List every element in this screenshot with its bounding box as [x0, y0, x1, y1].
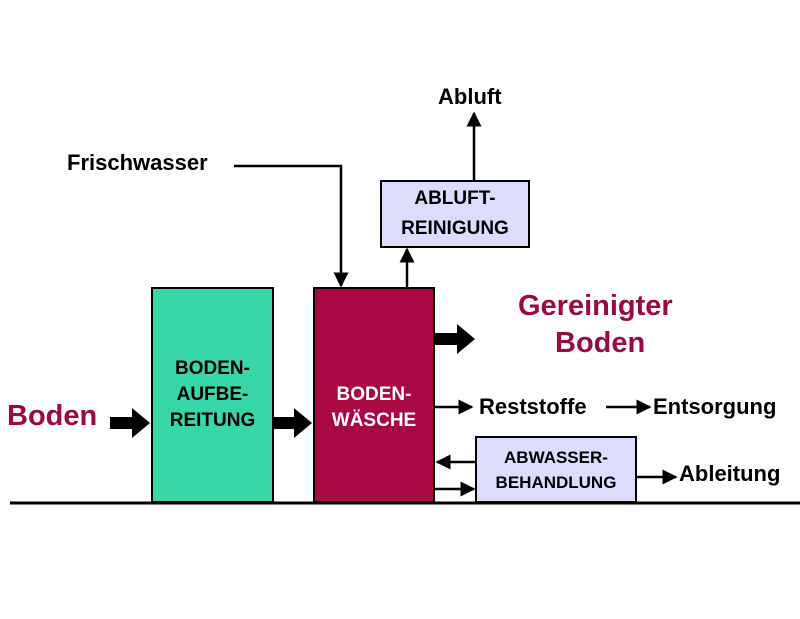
- box-line: REINIGUNG: [401, 218, 509, 239]
- bodenwaesche-box: BODEN- WÄSCHE: [313, 287, 435, 503]
- thick-arrow-input: [110, 408, 150, 438]
- box-line: WÄSCHE: [331, 410, 417, 431]
- box-line: BODEN-: [175, 358, 250, 379]
- box-line: BODEN-: [336, 384, 412, 405]
- box-line: REITUNG: [169, 410, 256, 431]
- ableitung-label: Ableitung: [679, 461, 781, 486]
- abluft-label: Abluft: [438, 84, 502, 109]
- frischwasser-line: [234, 164, 349, 288]
- gereinigter-boden-label: Boden: [555, 327, 646, 359]
- abluftreinigung-box: ABLUFT- REINIGUNG: [380, 180, 530, 248]
- entsorgung-label: Entsorgung: [653, 394, 777, 419]
- box-line: AUFBE-: [176, 384, 249, 405]
- reststoffe-label: Reststoffe: [479, 394, 587, 419]
- thick-arrow-output: [435, 324, 475, 354]
- gereinigter-label: Gereinigter: [518, 290, 673, 322]
- abwasserbehandlung-box: ABWASSER- BEHANDLUNG: [475, 436, 637, 503]
- thick-arrow-mid: [272, 408, 312, 438]
- box-line: BEHANDLUNG: [495, 472, 617, 492]
- boden-input-label: Boden: [7, 400, 98, 432]
- frischwasser-label: Frischwasser: [67, 150, 208, 175]
- box-line: ABLUFT-: [414, 188, 496, 209]
- box-line: ABWASSER-: [504, 447, 608, 467]
- bodenaufbereitung-box: BODEN- AUFBE- REITUNG: [151, 287, 274, 503]
